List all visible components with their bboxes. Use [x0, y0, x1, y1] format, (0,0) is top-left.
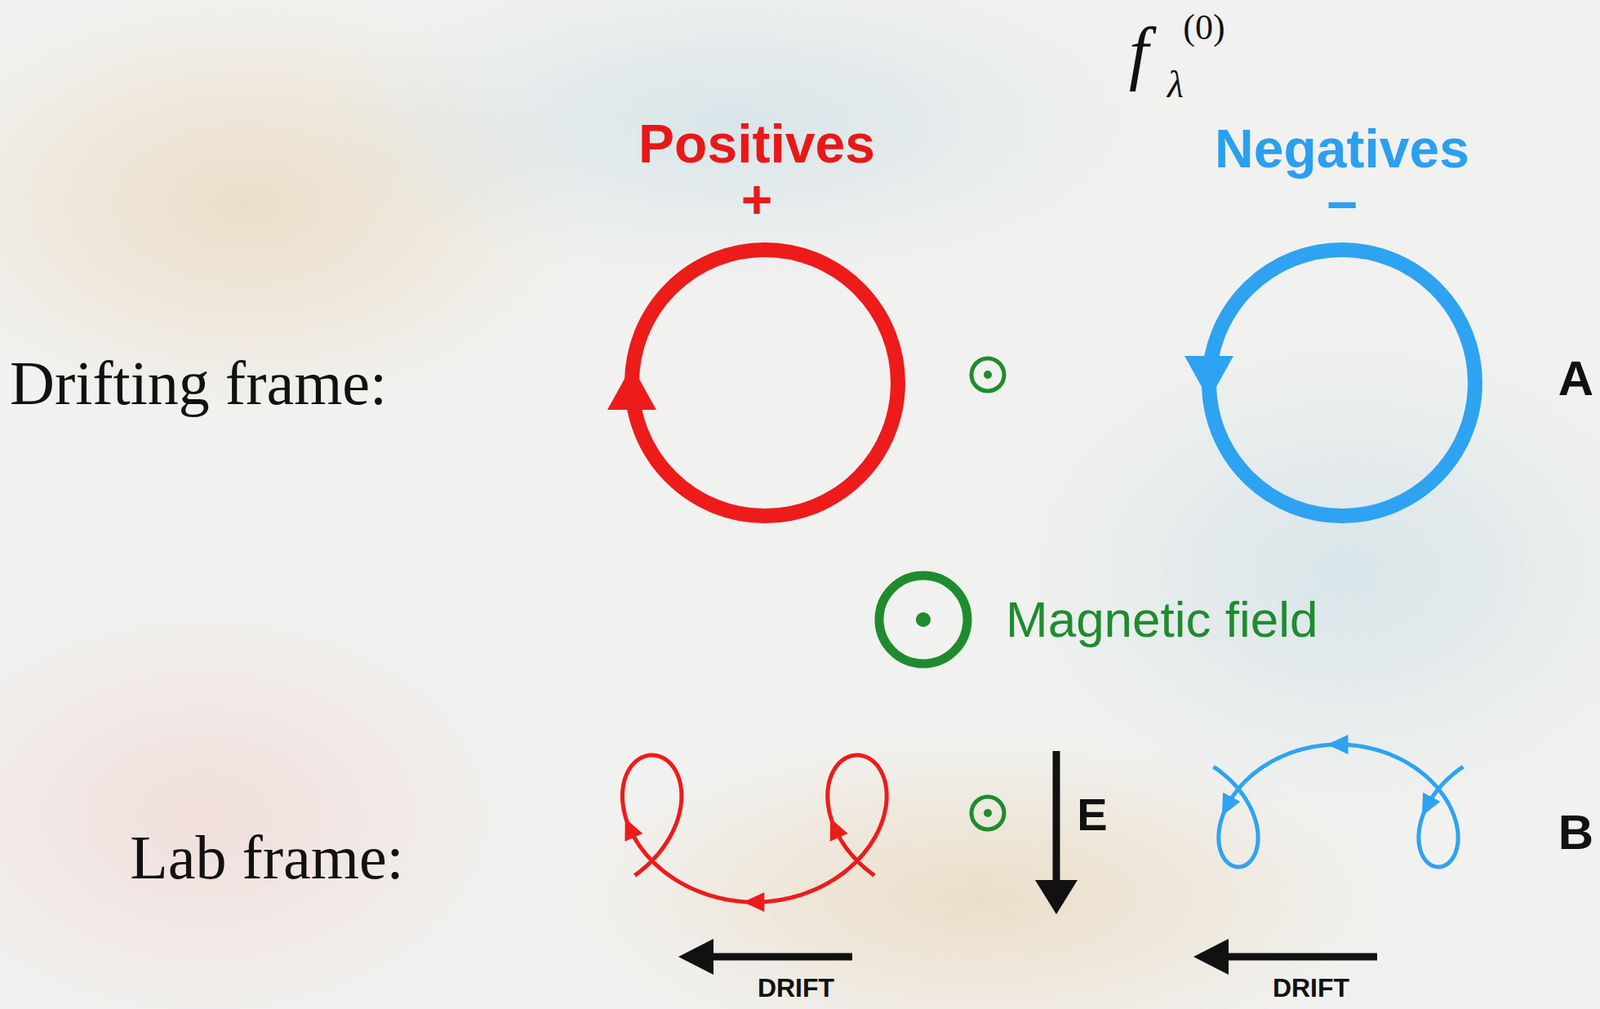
- field-symbol-dot: [983, 370, 992, 379]
- field-symbol: [971, 796, 1005, 830]
- trajectory-arrowhead: [821, 813, 848, 842]
- efield-arrow: [1053, 751, 1061, 886]
- drift-arrowhead: [678, 938, 714, 975]
- label: +: [741, 172, 774, 227]
- label: Drifting frame:: [9, 351, 387, 414]
- label: Positives: [638, 116, 876, 171]
- trajectory-arrowhead: [742, 892, 765, 912]
- orbit-arrowhead: [1184, 355, 1234, 400]
- lab-trajectory: [622, 755, 887, 903]
- background-blob: [571, 734, 1388, 1009]
- legend-symbol-dot: [915, 612, 931, 627]
- background-blob: [310, 0, 1160, 286]
- lab-trajectory: [1213, 744, 1464, 867]
- legend-symbol: [879, 575, 968, 664]
- label: (0): [1182, 9, 1225, 46]
- label: Negatives: [1214, 121, 1470, 176]
- trajectory-arrowhead: [616, 813, 643, 842]
- trajectory-arrowhead: [1413, 792, 1440, 821]
- label: Lab frame:: [129, 826, 404, 889]
- label: DRIFT: [1272, 974, 1350, 1001]
- label: B: [1558, 808, 1594, 858]
- label: −: [1326, 177, 1359, 232]
- drift-arrow: [708, 953, 853, 961]
- drift-arrowhead: [1193, 938, 1229, 975]
- negative-orbit: [1208, 249, 1476, 516]
- efield-arrowhead: [1035, 880, 1078, 915]
- background-blob: [0, 604, 515, 1009]
- positive-orbit: [631, 249, 898, 516]
- label: DRIFT: [757, 974, 835, 1001]
- label: λ: [1167, 66, 1184, 104]
- label: f: [1128, 17, 1149, 88]
- field-symbol: [971, 358, 1005, 392]
- legend-text: Magnetic field: [1005, 594, 1319, 645]
- label: A: [1558, 354, 1594, 404]
- drift-arrow: [1223, 953, 1378, 961]
- label: E: [1076, 791, 1107, 838]
- field-symbol-dot: [983, 808, 992, 818]
- orbit-arrowhead: [607, 365, 657, 410]
- trajectory-arrowhead: [1326, 734, 1348, 755]
- trajectory-arrowhead: [1213, 792, 1240, 821]
